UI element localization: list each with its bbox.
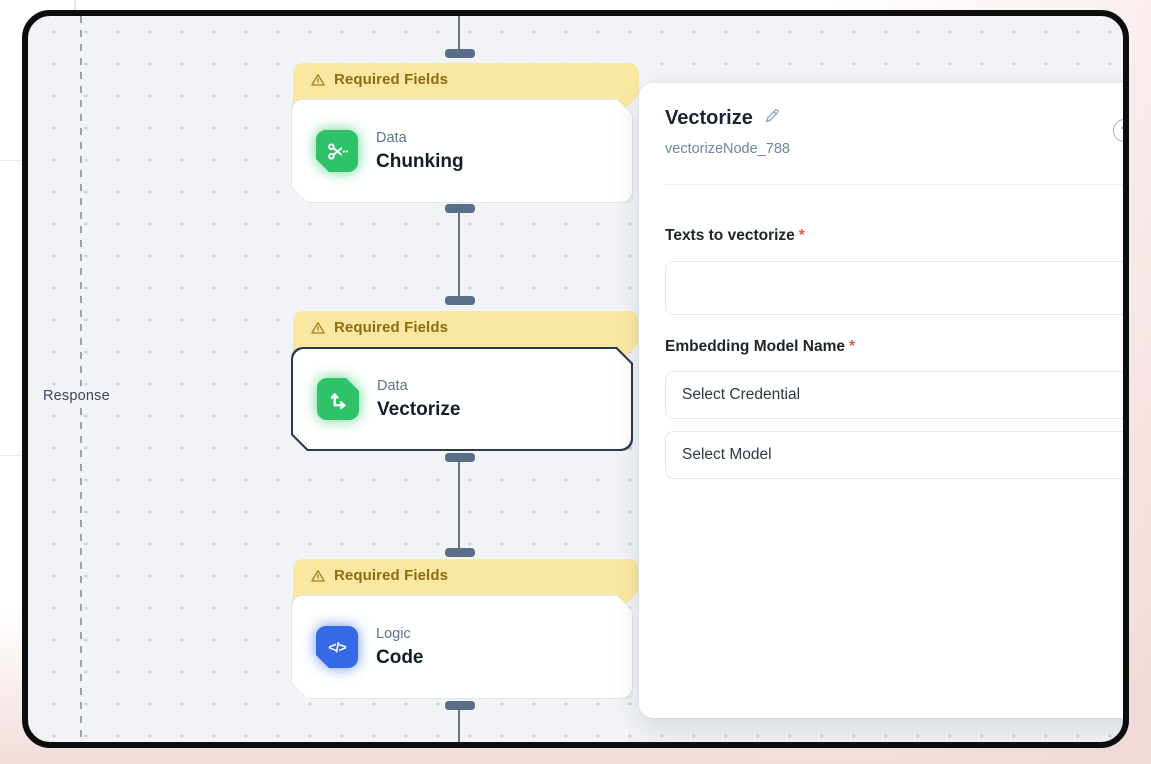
texts-to-vectorize-input[interactable] [665, 261, 1123, 315]
node-title: Chunking [376, 150, 464, 172]
node-id-label: vectorizeNode_788 [665, 141, 790, 157]
response-label: Response [40, 386, 113, 406]
required-asterisk: * [849, 338, 856, 355]
node-code[interactable]: Required Fields </> Logic Code [291, 559, 633, 699]
banner-label: Required Fields [334, 567, 449, 584]
input-handle[interactable] [445, 548, 475, 557]
node-title: Vectorize [377, 398, 461, 420]
node-category: Logic [376, 625, 411, 642]
panel-title: Vectorize [665, 107, 753, 129]
banner-label: Required Fields [334, 319, 449, 336]
output-handle[interactable] [445, 453, 475, 462]
field-label-texts-to-vectorize: Texts to vectorize* [665, 227, 805, 244]
node-category: Data [376, 129, 407, 146]
node-title: Code [376, 646, 424, 668]
node-chunking[interactable]: Required Fields Data Chunking [291, 63, 633, 203]
warning-icon [310, 72, 326, 88]
help-icon[interactable]: ? [1113, 119, 1123, 142]
edge-connector [458, 212, 461, 298]
banner-label: Required Fields [334, 71, 449, 88]
warning-icon [310, 320, 326, 336]
input-handle[interactable] [445, 49, 475, 58]
page-grid-line [74, 0, 76, 10]
select-model-dropdown[interactable]: Select Model [665, 431, 1123, 479]
axes-arrows-icon [317, 378, 359, 420]
field-label-embedding-model-name: Embedding Model Name* [665, 338, 856, 355]
scissors-icon [316, 130, 358, 172]
page-grid-line [0, 455, 22, 456]
output-handle[interactable] [445, 204, 475, 213]
output-handle[interactable] [445, 701, 475, 710]
code-icon: </> [316, 626, 358, 668]
node-vectorize[interactable]: Required Fields Data Vectorize [291, 311, 633, 451]
divider [664, 184, 1123, 185]
required-asterisk: * [798, 227, 805, 244]
response-guide-line [80, 16, 82, 742]
warning-icon [310, 568, 326, 584]
page-grid-line [0, 160, 22, 161]
node-config-panel: Vectorize vectorizeNode_788 ? Texts to v… [639, 83, 1123, 718]
node-category: Data [377, 377, 408, 394]
edge-connector [458, 708, 461, 742]
edit-pencil-icon[interactable] [763, 107, 781, 130]
select-credential-dropdown[interactable]: Select Credential [665, 371, 1123, 419]
edge-connector [458, 16, 461, 52]
edge-connector [458, 460, 461, 552]
flow-canvas[interactable]: Response Required Fields [28, 16, 1123, 742]
app-frame: Response Required Fields [22, 10, 1129, 748]
input-handle[interactable] [445, 296, 475, 305]
